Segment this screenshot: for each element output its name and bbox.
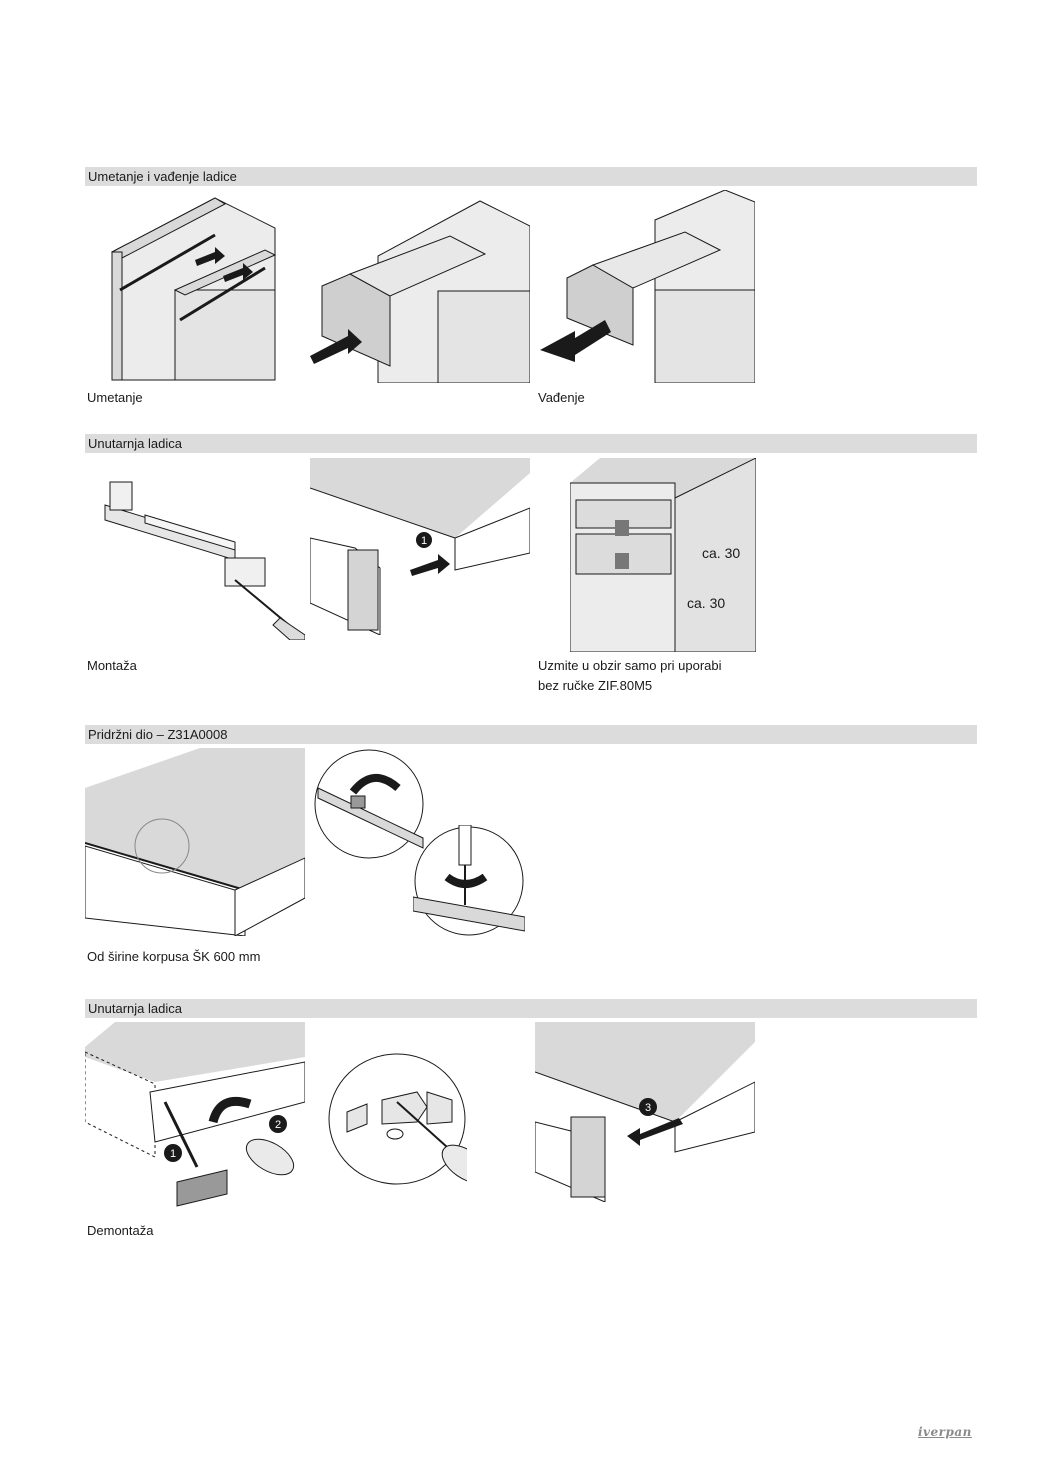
illustration-drawer-insert <box>310 196 530 383</box>
illustration-retainer-detail-screw <box>413 825 525 937</box>
illustration-cabinet-slides <box>85 190 305 383</box>
step-badge-dismount-1: 1 <box>170 1148 176 1160</box>
caption-cabinet-width: Od širine korpusa ŠK 600 mm <box>87 949 261 964</box>
section-heading-inner-drawer-removal: Unutarnja ladica <box>85 999 977 1018</box>
caption-note-line1: Uzmite u obzir samo pri uporabi <box>538 658 722 673</box>
illustration-dismount-detail <box>327 1052 467 1187</box>
illustration-dismount-step1-2: 1 2 <box>85 1022 305 1207</box>
step-badge-1: 1 <box>421 535 427 547</box>
section-heading-retainer: Pridržni dio – Z31A0008 <box>85 725 977 744</box>
brand-logo: iverpan <box>918 1425 972 1439</box>
caption-dismount: Demontaža <box>87 1223 154 1238</box>
step-badge-dismount-3: 3 <box>645 1102 651 1114</box>
dimension-label-top: ca. 30 <box>702 545 741 561</box>
caption-insert: Umetanje <box>87 390 143 405</box>
illustration-front-spacing <box>570 458 756 652</box>
illustration-mounting-rails <box>85 470 305 640</box>
illustration-inner-drawer-step1: 1 <box>310 458 530 635</box>
caption-mounting: Montaža <box>87 658 137 673</box>
illustration-drawer-remove <box>535 190 755 383</box>
illustration-dismount-step3: 3 <box>535 1022 755 1202</box>
illustration-retainer-detail-rotate <box>313 748 425 860</box>
caption-remove: Vađenje <box>538 390 585 405</box>
illustration-retainer-drawer <box>85 748 305 936</box>
caption-note-line2: bez ručke ZIF.80M5 <box>538 678 653 693</box>
step-badge-dismount-2: 2 <box>275 1119 281 1131</box>
dimension-label-bottom: ca. 30 <box>687 595 726 611</box>
section-heading-inner-drawer: Unutarnja ladica <box>85 434 977 453</box>
section-heading-insert-remove: Umetanje i vađenje ladice <box>85 167 977 186</box>
